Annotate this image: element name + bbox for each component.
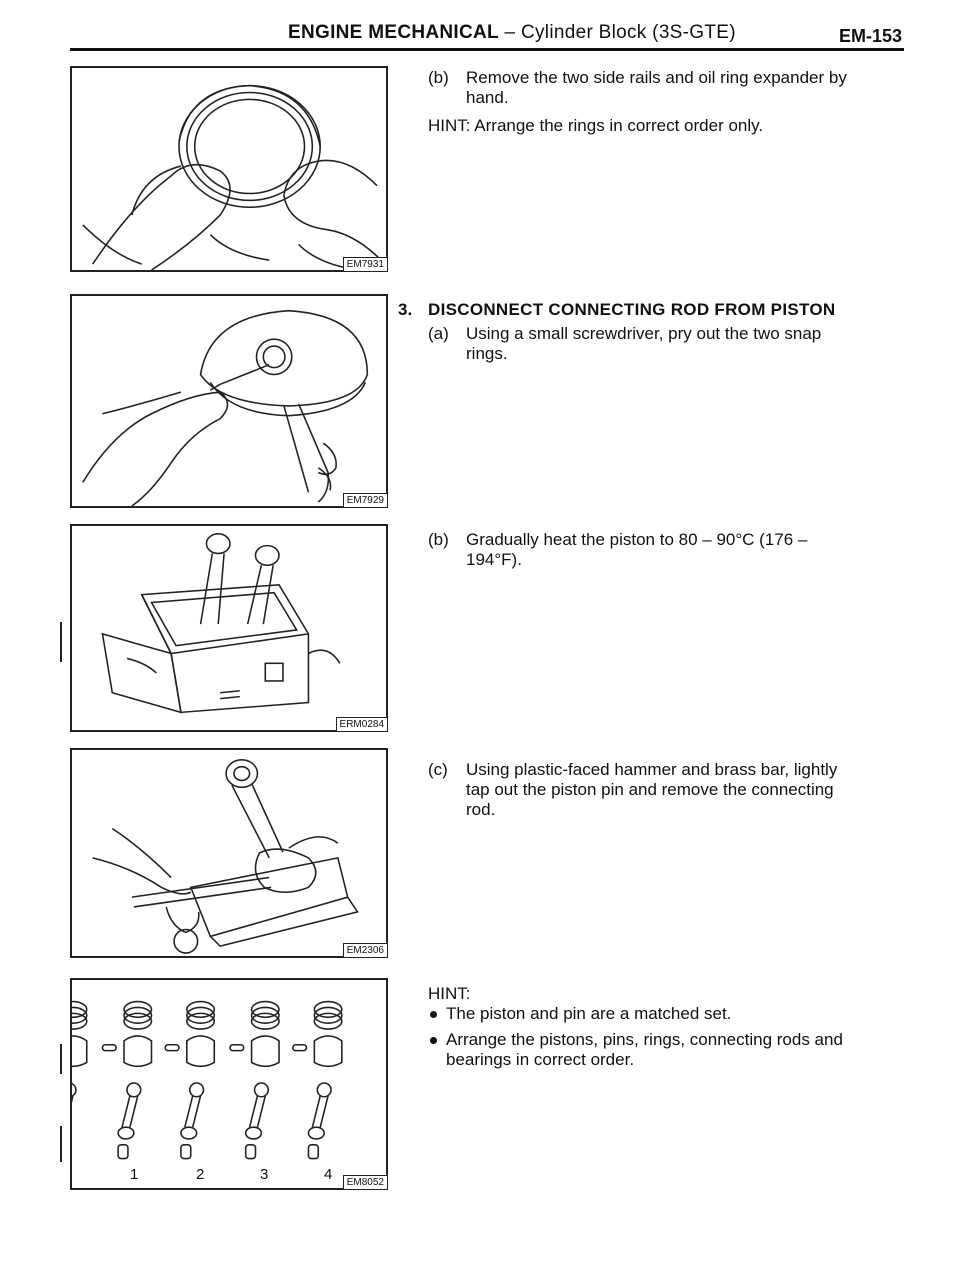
step-3a-marker: (a) [428, 324, 449, 343]
header-subtitle: – Cylinder Block (3S-GTE) [504, 22, 736, 43]
step-3a-text-line1: Using a small screwdriver, pry out the t… [466, 324, 822, 343]
step-3-number: 3. [398, 300, 413, 319]
piston-pin-hammer-brass-bar-icon [92, 759, 359, 954]
step-2b-hint: HINT: Arrange the rings in correct order… [428, 116, 764, 135]
figure-code: ERM0284 [335, 717, 388, 732]
step-2b-text-line1: Remove the two side rails and oil ring e… [466, 68, 847, 87]
snap-ring-screwdriver-icon [82, 309, 369, 506]
page-number: EM-153 [838, 26, 902, 46]
piston-label-1: 1 [130, 1166, 139, 1183]
page-header: ENGINE MECHANICAL – Cylinder Block (3S-G… [70, 18, 902, 48]
figure-snap-ring: EM7929 [70, 294, 388, 508]
piston-label-2: 2 [196, 1166, 205, 1183]
piston-heater-bath-icon [101, 533, 341, 714]
step-3c-text-line2: tap out the piston pin and remove the co… [466, 780, 834, 799]
figure-code: EM7929 [342, 493, 388, 508]
step-3b-marker: (b) [428, 530, 449, 549]
figure-side-mark [60, 1044, 62, 1074]
piston-label-3: 3 [260, 1166, 269, 1183]
piston-ring-removal-hands-icon [82, 84, 386, 270]
step-3c-text-line1: Using plastic-faced hammer and brass bar… [466, 760, 838, 779]
figure-code: EM8052 [342, 1175, 388, 1190]
figure-side-mark [60, 622, 62, 662]
step-3b-text-line1: Gradually heat the piston to 80 – 90°C (… [466, 530, 808, 549]
figure-side-mark [60, 1126, 62, 1162]
figure-piston-pin-removal: EM2306 [70, 748, 388, 958]
step-3a-text-line2: rings. [466, 344, 508, 363]
header-rule [70, 48, 904, 51]
step-3b-text-line2: 194°F). [466, 550, 522, 569]
figure-piston-heater: ERM0284 [60, 524, 388, 732]
step-2b-marker: (b) [428, 68, 449, 87]
figure-ring-removal: EM7931 [70, 66, 388, 272]
header-title: ENGINE MECHANICAL – Cylinder Block (3S-G… [288, 22, 736, 44]
header-section: ENGINE MECHANICAL [288, 22, 499, 43]
step-3c-marker: (c) [428, 760, 448, 779]
piston-sets-ordered-icon [72, 1000, 343, 1160]
final-hint-bullet-2-line2: bearings in correct order. [446, 1050, 635, 1069]
final-hint-bullet-1: The piston and pin are a matched set. [429, 1004, 732, 1023]
figure-code: EM2306 [342, 943, 388, 958]
final-hint-bullet-2: Arrange the pistons, pins, rings, connec… [430, 1030, 843, 1049]
piston-label-4: 4 [324, 1166, 333, 1183]
step-2b-text-line2: hand. [466, 88, 509, 107]
figure-piston-sets: 1 2 3 4 EM8052 [60, 978, 388, 1190]
final-hint-label: HINT: [428, 984, 471, 1003]
figure-code: EM7931 [342, 257, 388, 272]
step-3c-text-line3: rod. [466, 800, 496, 819]
step-3-title: DISCONNECT CONNECTING ROD FROM PISTON [428, 300, 836, 319]
